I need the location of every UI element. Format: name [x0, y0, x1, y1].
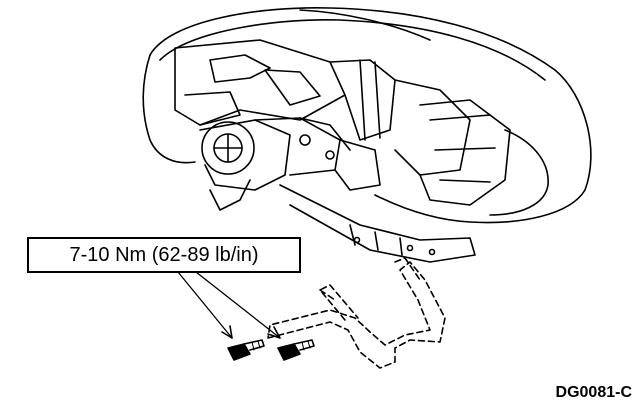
leader-arrow-icon	[195, 271, 281, 339]
lower-mounting-rail	[279, 184, 476, 263]
figure-code: DG0081-C	[555, 384, 632, 401]
leader-arrows	[177, 271, 281, 339]
bolt-icon	[227, 339, 265, 361]
leader-arrow-icon	[177, 271, 233, 339]
knee-bolster-bracket	[267, 257, 446, 369]
bolt-icon	[277, 339, 315, 361]
panel-frame	[174, 39, 549, 216]
duct-assembly	[199, 117, 381, 211]
torque-spec-callout: 7-10 Nm (62-89 lb/in)	[27, 237, 301, 273]
dash-pad-outline	[142, 7, 592, 224]
